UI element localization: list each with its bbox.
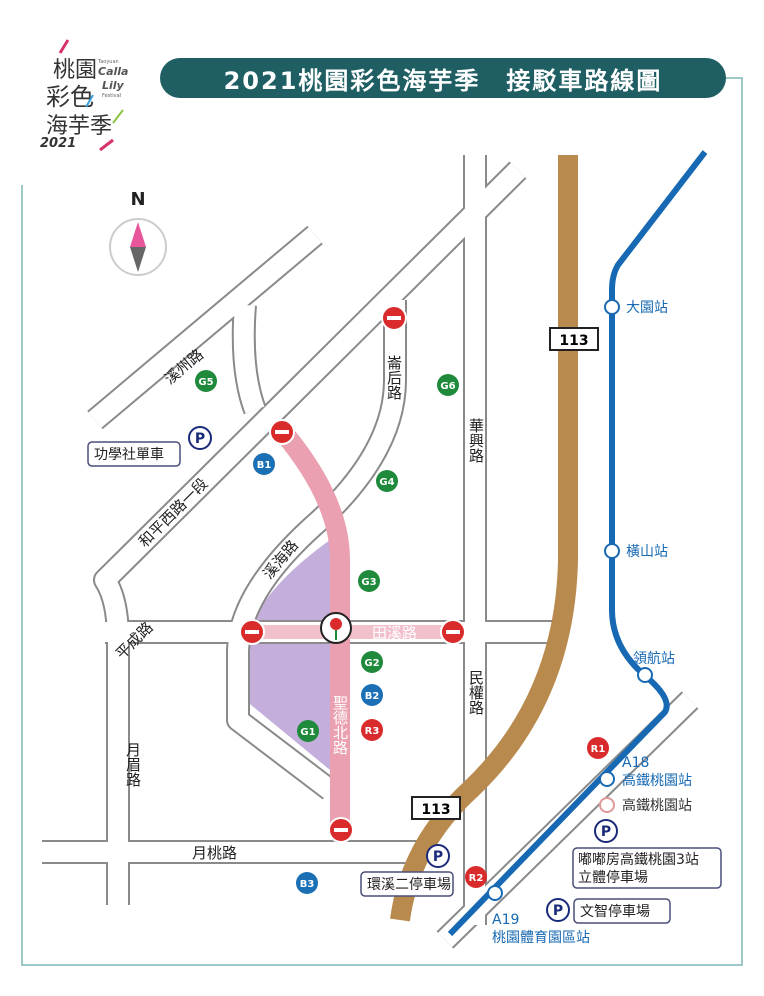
svg-text:Festival: Festival xyxy=(102,93,121,99)
stop-B1: B1 xyxy=(253,453,275,475)
station-hengshan: 橫山站 xyxy=(604,543,668,560)
no-entry-icon xyxy=(381,305,407,331)
road-label-xizhou: 溪州路 xyxy=(161,345,207,388)
svg-text:R1: R1 xyxy=(591,744,606,755)
mrt-line xyxy=(447,150,708,937)
svg-text:P: P xyxy=(195,431,205,447)
svg-text:G1: G1 xyxy=(300,727,315,738)
svg-text:A19: A19 xyxy=(492,912,519,928)
calla-lily-venue-icon xyxy=(320,612,352,644)
no-entry-icon xyxy=(239,619,265,645)
route-113-shield: 113 xyxy=(549,327,599,351)
stop-B2: B2 xyxy=(361,684,383,706)
no-entry-icon xyxy=(440,619,466,645)
svg-text:環溪二停車場: 環溪二停車場 xyxy=(367,876,451,893)
svg-text:Taoyuan: Taoyuan xyxy=(97,59,119,65)
svg-text:N: N xyxy=(130,189,145,210)
roads xyxy=(42,150,708,949)
road-label-lunhou: 崙后路 xyxy=(385,355,403,400)
road-label-yuemei: 月眉路 xyxy=(124,742,142,787)
stop-G6: G6 xyxy=(437,374,459,396)
svg-text:大園站: 大園站 xyxy=(626,300,668,316)
station-a19: A19 桃園體育園區站 xyxy=(487,885,590,946)
svg-text:G2: G2 xyxy=(364,658,379,669)
stop-G2: G2 xyxy=(361,651,383,673)
svg-text:Lily: Lily xyxy=(102,79,125,92)
svg-text:B2: B2 xyxy=(365,691,380,702)
svg-text:G6: G6 xyxy=(440,381,455,392)
svg-text:B1: B1 xyxy=(257,460,272,471)
route-113-shield: 113 xyxy=(411,796,461,820)
svg-text:G5: G5 xyxy=(198,377,213,388)
map-frame xyxy=(21,77,743,966)
parking-huanxi: 環溪二停車場 P xyxy=(360,844,454,897)
svg-text:Calla: Calla xyxy=(98,65,128,78)
svg-text:B3: B3 xyxy=(300,879,315,890)
svg-text:R3: R3 xyxy=(365,726,380,737)
svg-text:R2: R2 xyxy=(469,873,484,884)
svg-text:113: 113 xyxy=(559,333,588,349)
svg-text:文智停車場: 文智停車場 xyxy=(580,903,650,920)
festival-logo: 桃園 彩色 海芋季 Taoyuan Calla Lily Festival 20… xyxy=(38,35,148,155)
svg-text:2021: 2021 xyxy=(40,136,76,151)
svg-text:領航站: 領航站 xyxy=(633,650,675,667)
svg-text:立體停車場: 立體停車場 xyxy=(578,869,648,886)
road-label-minquan: 民權路 xyxy=(467,670,485,715)
svg-text:桃園: 桃園 xyxy=(53,58,97,83)
svg-text:P: P xyxy=(601,824,611,840)
station-linghang: 領航站 xyxy=(633,650,675,683)
svg-text:桃園體育園區站: 桃園體育園區站 xyxy=(492,930,590,946)
svg-text:嘟嘟房高鐵桃園3站: 嘟嘟房高鐵桃園3站 xyxy=(578,851,699,868)
road-label-tianxi: 田溪路 xyxy=(372,624,417,642)
no-entry-icon xyxy=(269,419,295,445)
road-label-yuetao: 月桃路 xyxy=(192,844,237,862)
route-113 xyxy=(390,155,578,922)
svg-text:高鐵桃園站: 高鐵桃園站 xyxy=(622,772,692,789)
parking-wenzhi: P 文智停車場 xyxy=(546,898,671,924)
svg-text:P: P xyxy=(433,849,443,865)
road-label-heping: 和平西路一段 xyxy=(135,474,211,550)
stop-G1: G1 xyxy=(297,720,319,742)
compass: N xyxy=(109,189,167,276)
stop-R1: R1 xyxy=(587,737,609,759)
stop-G3: G3 xyxy=(358,570,380,592)
road-label-huaxing: 華興路 xyxy=(467,418,485,463)
shengde-road xyxy=(275,425,350,830)
road-label-xihai: 溪海路 xyxy=(259,537,302,583)
stop-G4: G4 xyxy=(376,470,398,492)
svg-text:P: P xyxy=(553,903,563,919)
stop-B3: B3 xyxy=(296,872,318,894)
svg-text:高鐵桃園站: 高鐵桃園站 xyxy=(622,797,692,814)
svg-text:橫山站: 橫山站 xyxy=(626,544,668,560)
stop-R2: R2 xyxy=(465,866,487,888)
svg-text:G4: G4 xyxy=(379,477,394,488)
stop-R3: R3 xyxy=(361,719,383,741)
svg-text:113: 113 xyxy=(421,802,450,818)
svg-text:功學社單車: 功學社單車 xyxy=(94,446,164,463)
svg-text:G3: G3 xyxy=(361,577,376,588)
no-entry-icon xyxy=(328,817,354,843)
svg-text:A18: A18 xyxy=(622,755,649,771)
station-dayuan: 大園站 xyxy=(604,299,668,316)
festival-area xyxy=(245,540,330,770)
road-label-pingcheng: 平成路 xyxy=(112,618,157,663)
page-title: 2021桃園彩色海芋季 接駁車路線圖 xyxy=(160,58,726,98)
no-entry-icons xyxy=(239,305,466,843)
parking-bike: 功學社單車 P xyxy=(87,426,212,467)
road-label-shengde: 聖德北路 xyxy=(331,695,349,755)
station-hsr: 高鐵桃園站 xyxy=(599,797,692,814)
stop-G5: G5 xyxy=(195,370,217,392)
